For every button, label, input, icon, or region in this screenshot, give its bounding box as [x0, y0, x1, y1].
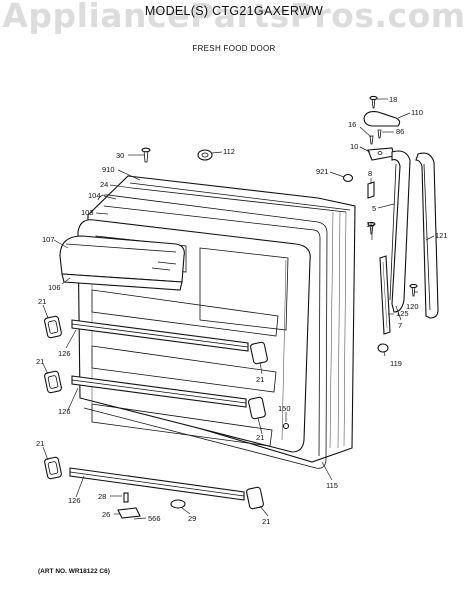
- label-86: 86: [396, 127, 404, 136]
- label-21-upper-left: 21: [38, 297, 46, 306]
- label-119: 119: [390, 359, 402, 368]
- label-5: 5: [372, 204, 376, 213]
- callout-labels: 18 110 16 86 10 30 112 910 921 24 8 104 …: [36, 95, 448, 526]
- label-21-middle-left: 21: [36, 357, 44, 366]
- model-title: MODEL(S) CTG21GAXERWW: [144, 4, 324, 18]
- label-21-lower-right: 21: [262, 517, 270, 526]
- door-gasket: [83, 194, 328, 469]
- label-120: 120: [406, 302, 419, 311]
- label-10: 10: [350, 142, 358, 151]
- label-28: 28: [98, 492, 106, 501]
- door-gasket-inner: [103, 205, 321, 457]
- label-115: 115: [326, 481, 338, 490]
- door-shelf-bars: [69, 319, 249, 501]
- handle-and-rails: [379, 150, 439, 335]
- label-121: 121: [435, 231, 448, 240]
- leader-lines: [42, 98, 435, 520]
- label-110: 110: [411, 108, 423, 117]
- section-title: FRESH FOOD DOOR: [192, 44, 276, 53]
- label-18: 18: [389, 95, 397, 104]
- shelf-end-caps: [44, 315, 268, 510]
- art-number: (ART NO. WR18122 C6): [38, 568, 110, 575]
- label-126-middle: 126: [58, 407, 71, 416]
- label-125: 125: [396, 309, 409, 318]
- label-21-middle-right: 21: [256, 433, 264, 442]
- label-7: 7: [398, 321, 402, 330]
- label-126-lower: 126: [68, 496, 81, 505]
- label-107: 107: [42, 235, 55, 244]
- label-29: 29: [188, 514, 196, 523]
- label-16-mid: 16: [366, 220, 374, 229]
- label-112: 112: [223, 147, 235, 156]
- label-126-upper: 126: [58, 349, 71, 358]
- dairy-compartment: [59, 235, 185, 291]
- label-16-top: 16: [348, 120, 356, 129]
- label-106: 106: [48, 283, 61, 292]
- label-21-lower-left: 21: [36, 439, 44, 448]
- watermark: AppliancePartsPros.com: [2, 0, 466, 35]
- label-24: 24: [100, 180, 108, 189]
- small-parts: [117, 95, 418, 519]
- label-26: 26: [102, 510, 110, 519]
- label-921: 921: [316, 167, 329, 176]
- label-21-upper-right: 21: [256, 375, 264, 384]
- label-566: 566: [148, 514, 161, 523]
- label-910: 910: [102, 165, 115, 174]
- label-103: 103: [81, 208, 94, 217]
- label-30: 30: [116, 151, 124, 160]
- label-150: 150: [278, 404, 291, 413]
- label-104: 104: [88, 191, 101, 200]
- label-8: 8: [368, 169, 372, 178]
